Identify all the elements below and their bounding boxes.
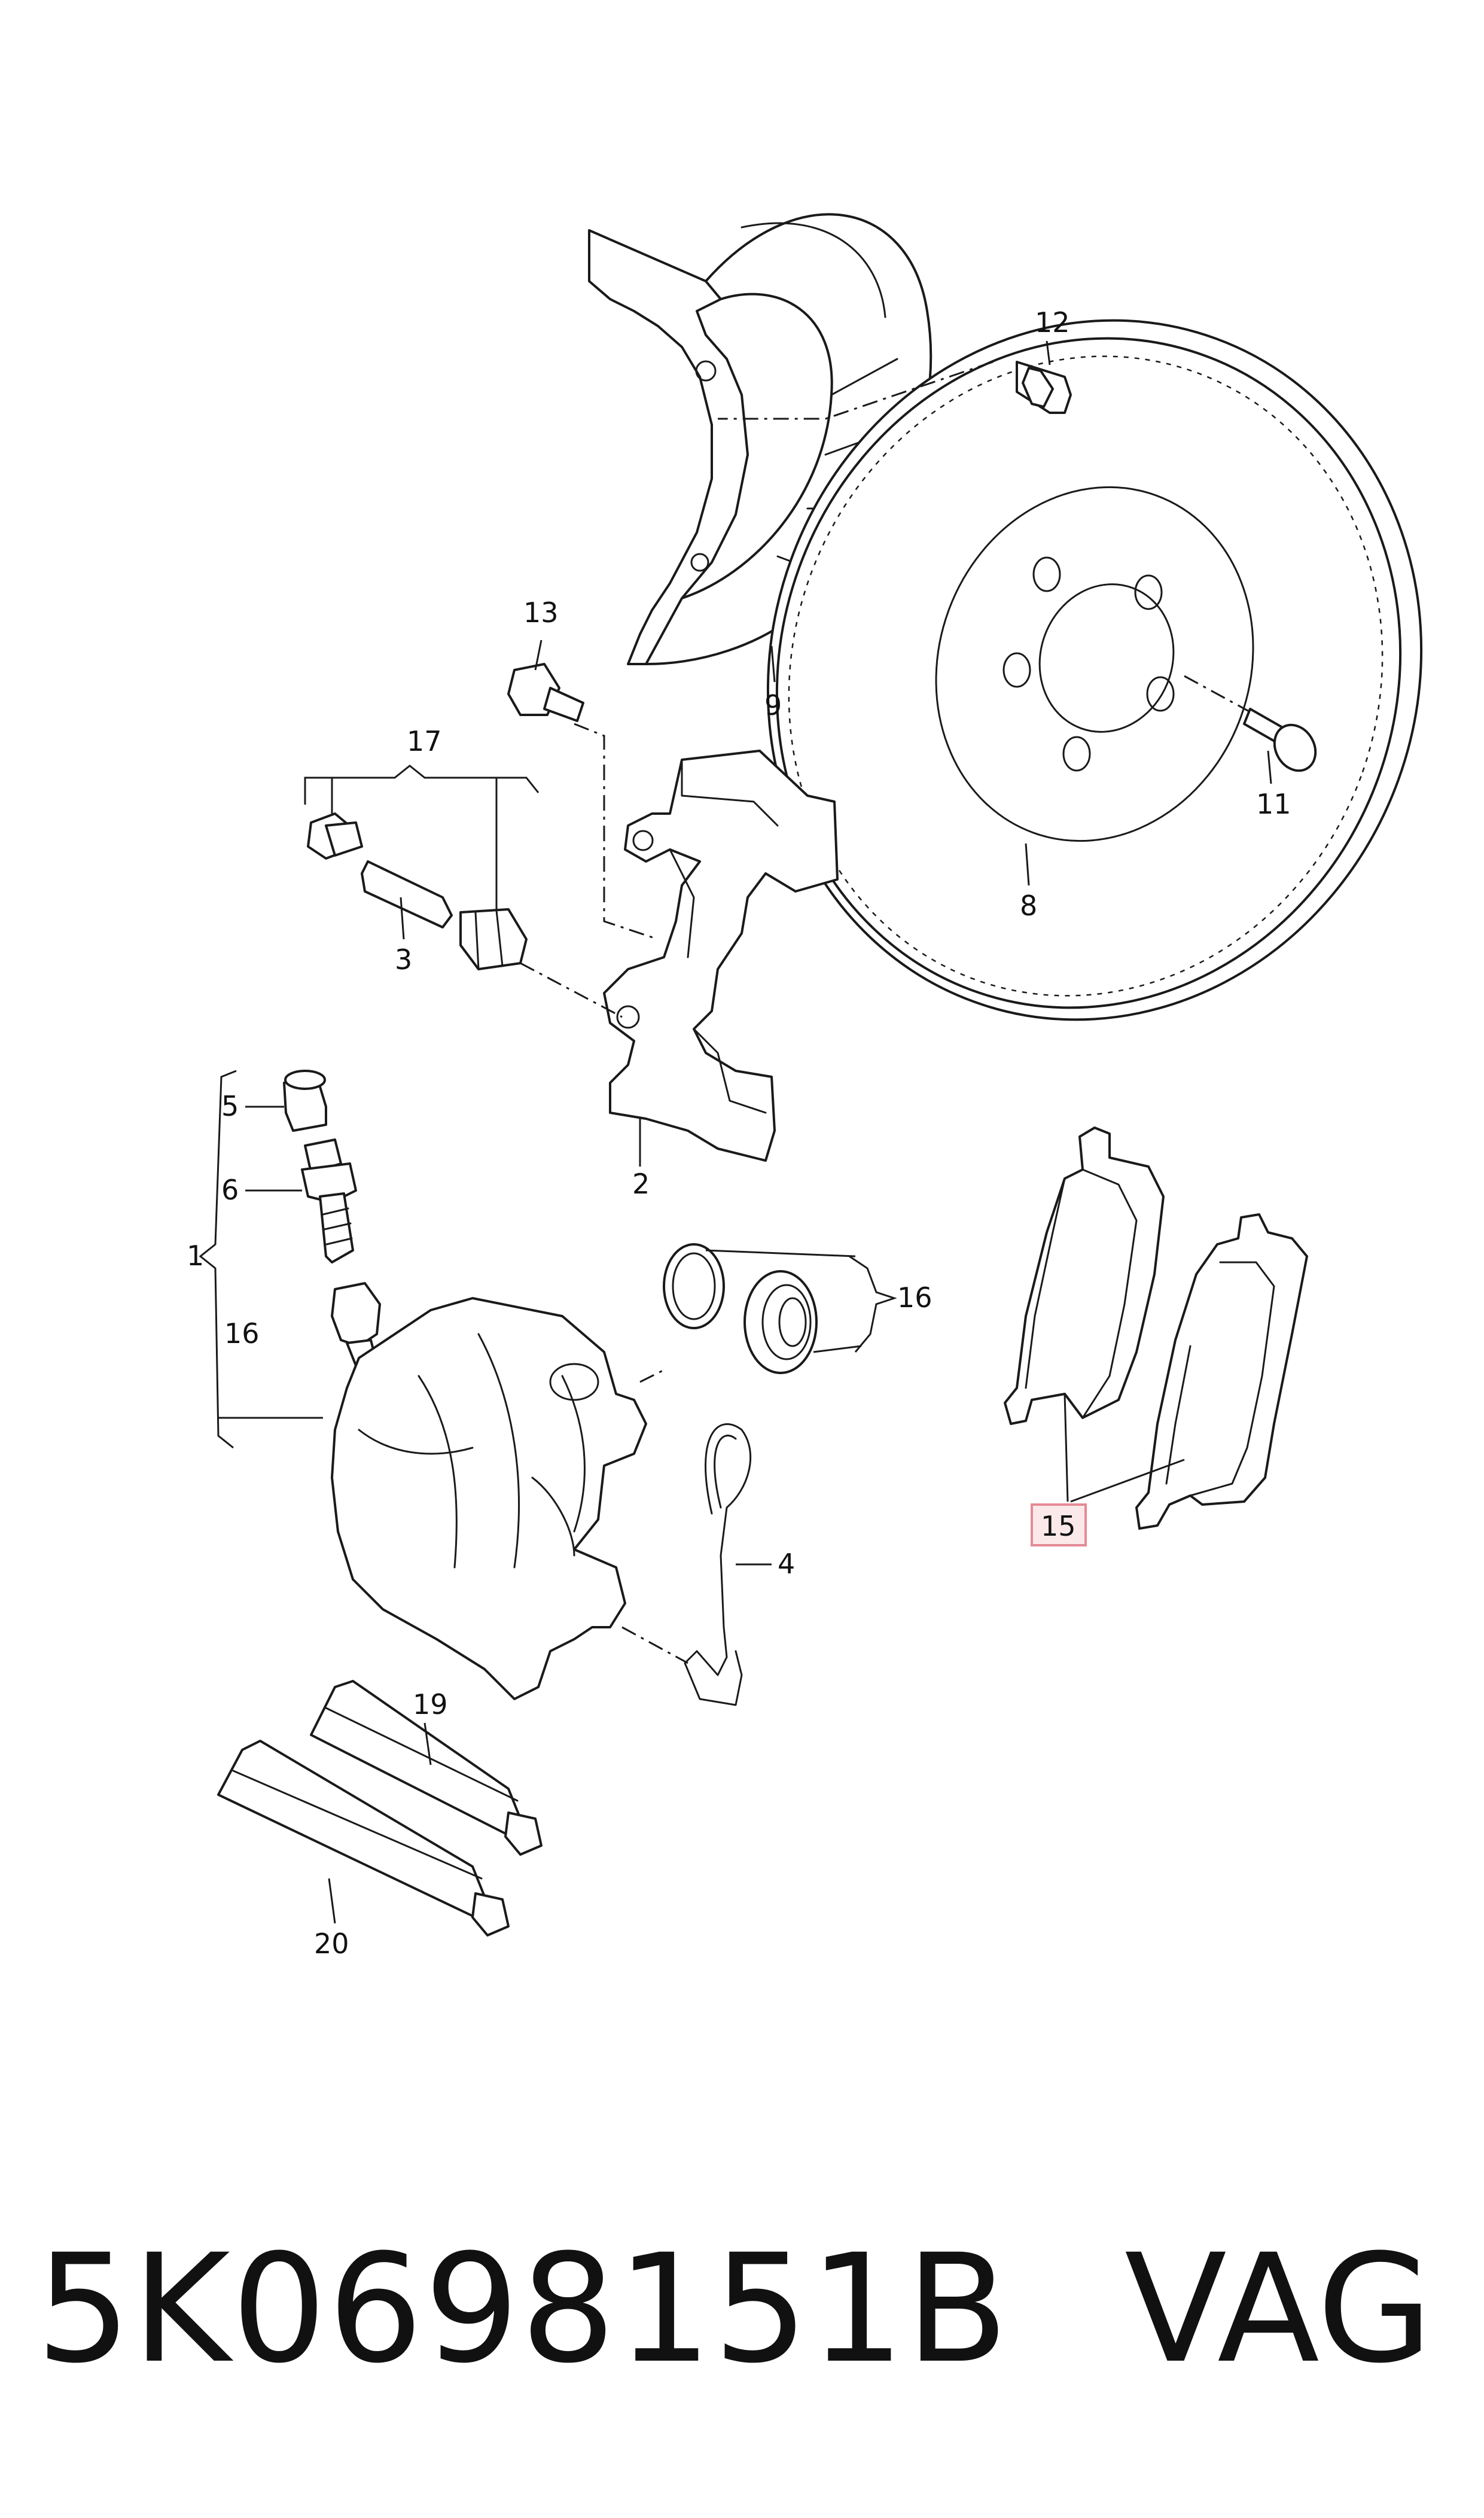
callout-13: 13	[523, 596, 559, 629]
callout-8: 8	[1020, 890, 1037, 922]
leader-lines	[245, 340, 1272, 1924]
bolt-12	[1016, 361, 1072, 414]
callout-4: 4	[778, 1548, 795, 1580]
bracket-1	[199, 1070, 323, 1449]
callout-12: 12	[1035, 306, 1070, 339]
caliper-carrier	[603, 750, 839, 1162]
part-number: 5K0698151B	[36, 2222, 1010, 2396]
retaining-spring	[684, 1423, 752, 1706]
callout-15-highlight	[1031, 1503, 1087, 1546]
callout-17: 17	[407, 725, 442, 757]
grease-tube-20	[217, 1740, 510, 1937]
callout-20: 20	[314, 1928, 349, 1960]
bracket-16	[705, 1249, 897, 1353]
callout-11: 11	[1256, 788, 1291, 820]
callout-16-right: 16	[897, 1281, 933, 1314]
brake-caliper	[331, 1282, 647, 1700]
bleed-screw-6	[301, 1138, 357, 1263]
brake-pads	[1004, 1126, 1308, 1530]
callout-5: 5	[221, 1090, 239, 1122]
callout-15: 15	[1041, 1510, 1076, 1542]
callout-2: 2	[632, 1168, 650, 1200]
callout-19: 19	[413, 1688, 448, 1721]
callout-labels: 12 9 13 17 11 8 3 5 2 6 1 16 16 15 4 19 …	[187, 306, 1291, 1960]
bracket-17	[304, 765, 540, 909]
seal-bushing-set	[663, 1243, 818, 1374]
callout-16-left: 16	[224, 1317, 260, 1350]
dust-cap-5	[283, 1070, 327, 1132]
assembly-lines	[520, 361, 1251, 1664]
callout-3: 3	[395, 943, 412, 976]
brake-disc	[766, 319, 1423, 1021]
brand-name: VAG	[1125, 2222, 1433, 2396]
callout-6: 6	[221, 1174, 239, 1206]
bolt-11	[1243, 708, 1317, 772]
grease-tube-19	[310, 1680, 543, 1856]
guide-pin-set	[307, 812, 528, 970]
callout-9: 9	[764, 689, 782, 721]
bolt-13	[507, 663, 584, 722]
callout-1: 1	[187, 1240, 204, 1272]
